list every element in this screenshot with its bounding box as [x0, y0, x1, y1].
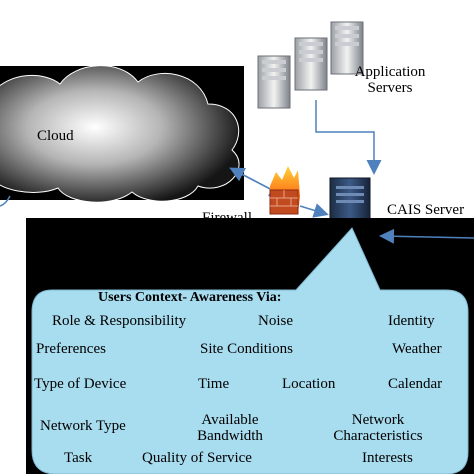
- application-servers-label-line2: Servers: [367, 80, 413, 96]
- firewall-cais-arrow: [299, 203, 329, 218]
- left-edge-arrow: [0, 195, 11, 207]
- context-item-network-characteristics-line1: Network: [351, 412, 405, 428]
- servers-cais-connector: [315, 100, 382, 175]
- cais-server-icon: [329, 177, 371, 225]
- context-item-calendar: Calendar: [388, 376, 443, 392]
- cloud-label: Cloud: [37, 128, 74, 144]
- context-item-interests: Interests: [362, 450, 413, 466]
- context-item-device: Type of Device: [34, 376, 127, 392]
- context-item-identity: Identity: [388, 313, 435, 329]
- cloud-shape: [0, 65, 240, 203]
- context-item-role: Role & Responsibility: [52, 313, 187, 329]
- context-item-qos: Quality of Service: [142, 450, 252, 466]
- application-server-icon: [330, 21, 364, 75]
- context-item-network-characteristics: Network Characteristics: [333, 412, 422, 444]
- application-servers-label-line1: Application: [354, 64, 426, 80]
- firewall-cloud-arrow: [229, 167, 271, 190]
- context-item-site-conditions: Site Conditions: [200, 341, 293, 357]
- firewall-icon: [269, 166, 300, 215]
- application-server-icon: [257, 55, 291, 109]
- application-server-icon: [294, 37, 328, 91]
- context-item-preferences: Preferences: [36, 341, 106, 357]
- context-item-weather: Weather: [392, 341, 442, 357]
- context-title: Users Context- Awareness Via:: [98, 290, 282, 305]
- context-item-network-characteristics-line2: Characteristics: [333, 428, 423, 444]
- cais-server-label: CAIS Server: [387, 202, 465, 218]
- context-item-bandwidth: Available Bandwidth: [197, 412, 263, 444]
- context-item-network-type: Network Type: [40, 418, 126, 434]
- right-edge-arrow: [379, 228, 474, 244]
- firewall-label: Firewall: [202, 210, 252, 218]
- context-item-time: Time: [198, 376, 230, 392]
- context-item-task: Task: [64, 450, 93, 466]
- context-item-bandwidth-line1: Available: [201, 412, 259, 428]
- context-item-bandwidth-line2: Bandwidth: [197, 428, 263, 444]
- context-item-noise: Noise: [258, 313, 293, 329]
- context-item-location: Location: [282, 376, 336, 392]
- application-servers-label: Application Servers: [355, 64, 426, 96]
